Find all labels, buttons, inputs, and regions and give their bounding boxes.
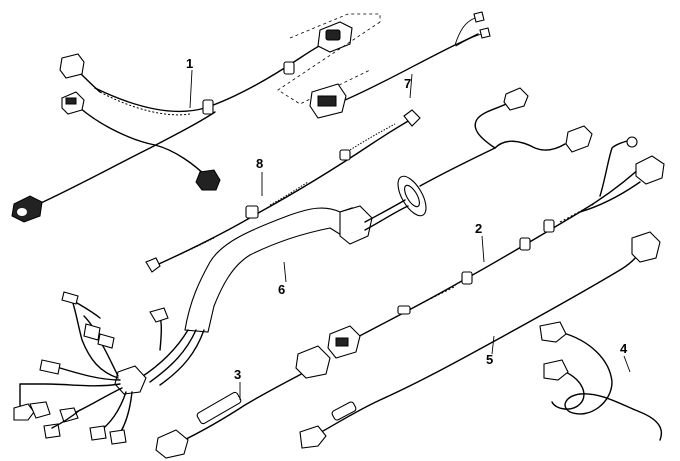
connector-icon: [13, 403, 35, 421]
connector-icon: [327, 325, 361, 359]
connector-icon: [195, 169, 221, 191]
clip-icon: [283, 61, 295, 75]
clip-icon: [245, 205, 259, 219]
callout-4: 4: [620, 341, 628, 356]
connector-icon: [61, 91, 85, 115]
callout-2: 2: [475, 221, 482, 236]
harness-part-2: [327, 136, 665, 359]
connector-icon: [309, 83, 347, 119]
connector-icon: [539, 321, 567, 343]
connector-icon: [145, 257, 161, 273]
harness-part-4: [539, 321, 663, 441]
connector-icon: [29, 401, 51, 419]
clip-icon: [339, 149, 351, 161]
connector-icon: [543, 359, 569, 381]
callout-3: 3: [234, 367, 241, 382]
callout-6: 6: [278, 282, 285, 297]
harness-part-5: [299, 231, 661, 449]
connector-icon: [59, 53, 85, 79]
connector-icon: [97, 333, 115, 349]
connector-icon: [631, 231, 661, 263]
ring-terminal-icon: [626, 136, 638, 148]
connector-icon: [503, 87, 529, 111]
clip-icon: [543, 219, 555, 233]
connector-icon: [11, 195, 43, 223]
connector-icon: [109, 429, 127, 445]
connector-icon: [59, 407, 79, 423]
clip-icon: [519, 237, 531, 251]
harness-part-7: [277, 11, 491, 119]
clip-icon: [397, 305, 411, 315]
connector-icon: [403, 109, 421, 127]
connector-icon: [43, 423, 61, 439]
callout-8: 8: [256, 156, 263, 171]
sleeve-icon: [196, 391, 242, 425]
callout-5: 5: [486, 352, 493, 367]
connector-icon: [155, 429, 189, 459]
connector-icon: [565, 125, 593, 153]
connector-icon: [295, 345, 331, 379]
connector-icon: [61, 291, 79, 305]
clip-icon: [461, 271, 473, 285]
connector-icon: [83, 323, 101, 341]
harness-part-6: [13, 87, 593, 445]
connector-icon: [149, 307, 169, 323]
harness-part-8: [145, 109, 421, 273]
harness-part-3: [155, 345, 331, 459]
connector-icon: [89, 425, 107, 441]
connector-icon: [39, 359, 61, 375]
connector-icon: [299, 425, 327, 449]
clip-icon: [202, 99, 214, 115]
sleeve-icon: [331, 401, 357, 421]
callout-7: 7: [404, 76, 411, 91]
callout-1: 1: [186, 56, 193, 71]
connector-icon: [635, 155, 665, 185]
connector-icon: [317, 21, 353, 53]
harness-part-1: [11, 21, 353, 223]
